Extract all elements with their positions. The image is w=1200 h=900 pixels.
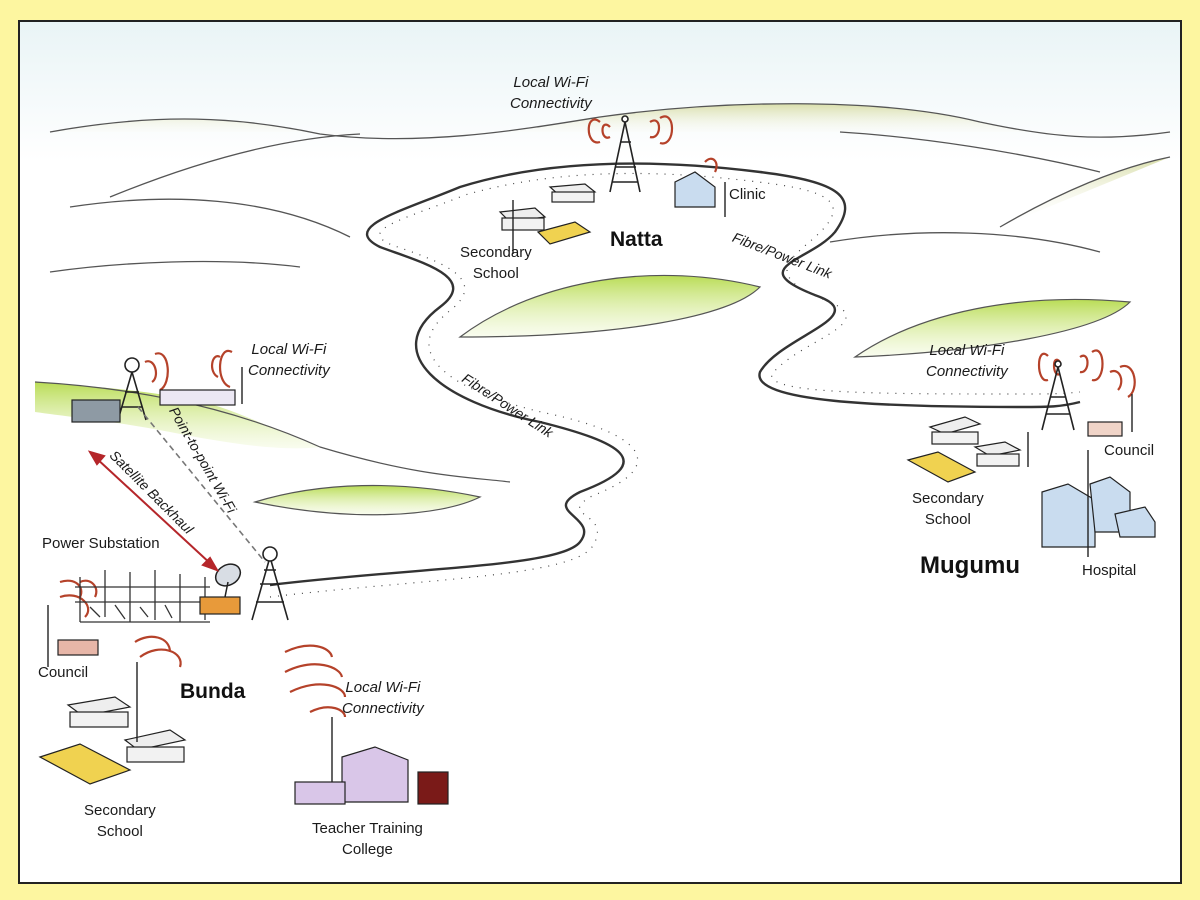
tower-bunda: [251, 546, 289, 621]
label-wifi-mugumu: Local Wi-Fi Connectivity: [926, 342, 1008, 380]
satellite-backhaul-arrow: [87, 450, 220, 572]
satellite-dish-icon: [214, 563, 242, 598]
fibre-power-link-route: [269, 162, 1081, 598]
label-clinic: Clinic: [729, 186, 766, 203]
diagram-frame: Local Wi-Fi Connectivity Clinic Secondar…: [18, 20, 1182, 884]
label-wifi-natta: Local Wi-Fi Connectivity: [510, 74, 592, 112]
distant-hills: [49, 103, 1171, 273]
point-to-point-link: [137, 406, 266, 563]
town-bunda: Bunda: [180, 680, 246, 703]
tower-natta: [609, 115, 641, 193]
label-wifi-bunda-top: Local Wi-Fi Connectivity: [248, 341, 330, 379]
town-mugumu: Mugumu: [920, 552, 1020, 579]
label-college: Teacher Training College: [312, 820, 423, 858]
label-hospital: Hospital: [1082, 562, 1137, 579]
green-hills: [34, 274, 1132, 516]
label-council-bunda: Council: [38, 664, 89, 681]
label-school-mugumu: Secondary School: [912, 490, 984, 528]
label-school-bunda: Secondary School: [84, 802, 156, 840]
antenna-poles: [47, 182, 1133, 782]
label-power-substation: Power Substation: [42, 535, 160, 552]
town-natta: Natta: [610, 228, 663, 251]
label-school-natta: Secondary School: [460, 244, 532, 282]
landscape-illustration: [20, 22, 1180, 805]
tower-bunda-hill: [117, 357, 147, 421]
label-council-mugumu: Council: [1104, 442, 1155, 459]
buildings: [38, 171, 1156, 805]
control-hut: [199, 596, 241, 615]
communication-towers: [117, 115, 1075, 621]
tower-mugumu: [1041, 360, 1075, 431]
sky: [20, 22, 1180, 162]
power-substation-icon: [75, 570, 210, 623]
label-wifi-college: Local Wi-Fi Connectivity: [342, 679, 424, 717]
wifi-signals: [59, 115, 1136, 718]
